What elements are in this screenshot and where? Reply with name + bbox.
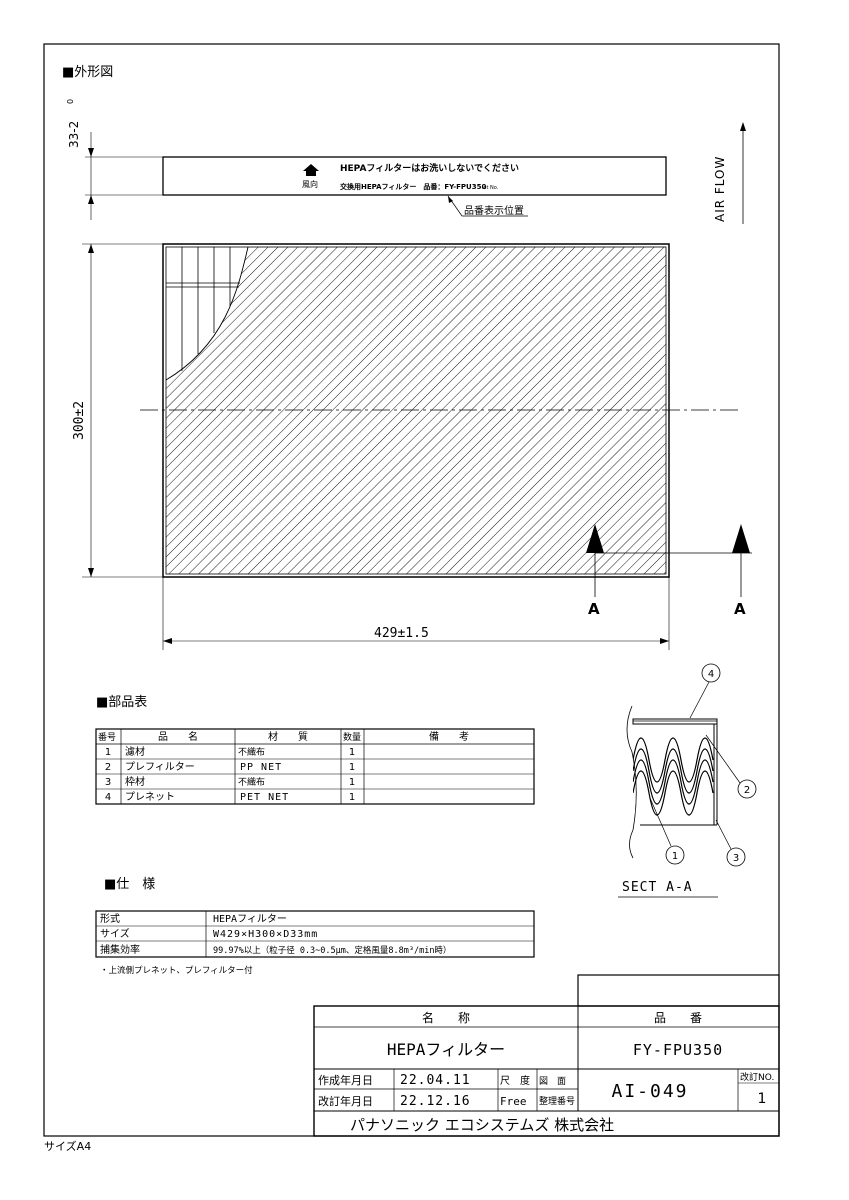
svg-text:1: 1 [349,792,355,803]
paper-size: サイズA4 [44,1140,92,1153]
section-title: SECT A-A [622,880,693,895]
title-block: 名 称 品 番 HEPAフィルター FY-FPU350 作成年月日 22.04.… [313,974,780,1137]
parts-header-name: 品 名 [158,730,198,743]
dim-thickness-tol: 0 [66,99,75,104]
table-row: 3 枠材 不織布 1 [105,775,355,788]
label-wind: 風向 [302,179,318,189]
label-lot: lot No. [482,185,499,191]
scale-label: 尺 度 [500,1074,530,1087]
svg-text:W429×H300×D33mm: W429×H300×D33mm [213,929,318,940]
svg-text:プレネット: プレネット [125,791,175,803]
outline-heading: ■外形図 [62,65,113,80]
revised-date: 22.12.16 [400,1094,471,1109]
section-mark-a1: A [588,600,600,618]
svg-text:1: 1 [349,777,355,788]
part-header: 品 番 [654,1011,702,1025]
label-line2: 交換用HEPAフィルター 品番：FY-FPU350 [340,182,486,191]
svg-text:1: 1 [349,762,355,773]
parts-header-note: 備 考 [429,730,469,743]
table-row: サイズ W429×H300×D33mm [100,927,318,940]
label-position: 品番表示位置 [464,204,524,217]
parts-header-qty: 数量 [343,731,361,743]
revised-label: 改訂年月日 [318,1094,373,1108]
control-label: 整理番号 [539,1095,575,1107]
spec-table: 形式 HEPAフィルター サイズ W429×H300×D33mm 捕集効率 99… [95,910,535,976]
callout-2: 2 [744,785,750,796]
svg-text:捕集効率: 捕集効率 [100,943,140,956]
svg-text:不織布: 不織布 [238,776,265,788]
created-label: 作成年月日 [318,1073,373,1087]
dim-width: 429±1.5 [374,626,429,641]
parts-table: 番号 品 名 材 質 数量 備 考 1 濾材 不織布 1 2 プレフィルター P… [95,728,535,805]
wind-arrow-icon [303,164,319,171]
callout-3: 3 [733,853,739,864]
air-flow-arrow-icon [740,122,746,131]
table-row: 1 濾材 不織布 1 [105,745,355,758]
part-number: FY-FPU350 [633,1041,723,1059]
parts-heading: ■部品表 [96,695,147,710]
air-flow-indicator: AIR FLOW [713,122,746,224]
table-row: 捕集効率 99.97%以上（粒子径 0.3~0.5μm、定格風量8.8m³/mi… [100,943,451,956]
label-line1: HEPAフィルターはお洗いしないでください [340,162,519,174]
parts-header-no: 番号 [98,731,116,743]
section-mark-a2: A [734,600,746,618]
company-name: パナソニック エコシステムズ 株式会社 [350,1116,614,1134]
section-arrow-right-icon [732,524,750,553]
svg-text:1: 1 [349,747,355,758]
spec-heading: ■仕 様 [104,877,155,892]
svg-text:4: 4 [105,792,111,803]
svg-text:枠材: 枠材 [125,775,145,788]
table-row: 4 プレネット PET NET 1 [105,791,355,803]
svg-text:プレフィルター: プレフィルター [125,761,195,773]
dim-thickness: 33-2 [67,121,81,148]
scale-value: Free [500,1095,527,1108]
section-view: 4 2 3 1 SECT A-A [618,663,757,898]
callout-1: 1 [672,851,678,862]
drawing-number: AI-049 [611,1081,688,1102]
svg-text:1: 1 [105,747,111,758]
product-name: HEPAフィルター [387,1040,505,1059]
svg-text:PP NET: PP NET [240,762,282,773]
callout-4: 4 [708,669,714,680]
rev-number: 1 [758,1091,767,1107]
svg-text:形式: 形式 [100,912,120,925]
spec-note: ・上流側プレネット、プレフィルター付 [100,965,253,976]
top-view: 33-2 0 風向 HEPAフィルターはお洗いしないでください 交換用HEPAフ… [66,99,667,220]
svg-text:3: 3 [105,777,111,788]
created-date: 22.04.11 [400,1073,471,1088]
section-arrow-left-icon [586,524,604,553]
svg-text:不織布: 不織布 [238,746,265,758]
parts-header-material: 材 質 [268,730,308,743]
table-row: 2 プレフィルター PP NET 1 [105,761,355,773]
svg-text:PET NET: PET NET [240,792,289,803]
rev-label: 改訂NO. [740,1071,774,1083]
dim-height: 300±2 [72,401,87,440]
drawing-label: 図 面 [539,1076,566,1087]
svg-text:サイズ: サイズ [100,927,130,940]
svg-text:2: 2 [105,762,111,773]
svg-text:99.97%以上（粒子径 0.3~0.5μm、定格風量8.8: 99.97%以上（粒子径 0.3~0.5μm、定格風量8.8m³/min時） [213,945,451,956]
air-flow-label: AIR FLOW [713,156,727,222]
name-header: 名 称 [422,1010,470,1025]
front-view: 300±2 429±1.5 A A [72,243,752,650]
table-row: 形式 HEPAフィルター [100,912,287,925]
svg-text:HEPAフィルター: HEPAフィルター [213,913,287,925]
svg-text:濾材: 濾材 [125,745,145,758]
